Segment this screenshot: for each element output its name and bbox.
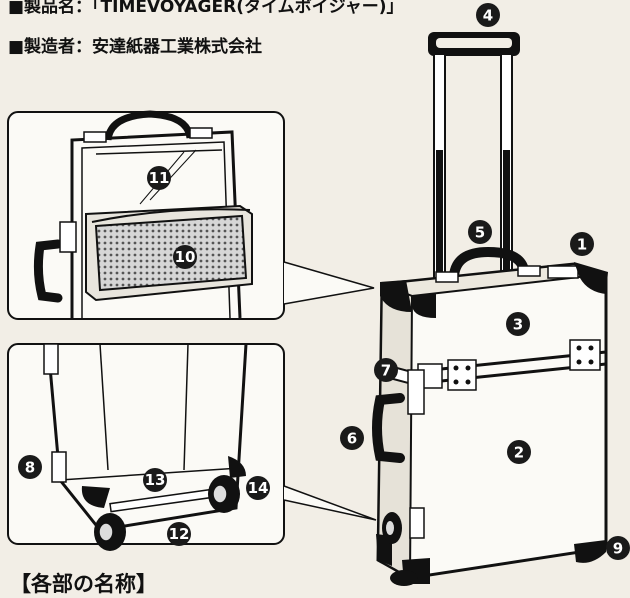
callout-1: 1 [570,232,594,256]
inset-top-interior [7,110,375,320]
svg-text:8: 8 [25,459,35,477]
parts-name-heading: 【各部の名称】 [10,572,157,596]
callout-3: 3 [506,312,530,336]
svg-text:7: 7 [381,362,391,380]
callout-11: 11 [147,166,171,190]
svg-text:12: 12 [169,525,190,543]
callout-4: 4 [476,3,500,27]
product-name-line: ■製品名：「TIMEVOYAGER(タイムボイジャー)」 [8,0,404,17]
callout-6: 6 [340,426,364,450]
callout-10: 10 [173,245,197,269]
callout-12: 12 [167,522,191,546]
svg-text:10: 10 [175,248,196,266]
callouts: 1 2 3 4 5 6 7 8 9 10 11 12 13 14 [18,3,630,560]
svg-text:11: 11 [149,169,170,187]
svg-text:14: 14 [248,479,269,497]
svg-text:2: 2 [514,444,524,462]
svg-text:3: 3 [513,316,523,334]
main-suitcase [372,32,608,586]
svg-text:1: 1 [577,236,587,254]
svg-text:5: 5 [475,224,485,242]
callout-9: 9 [606,536,630,560]
svg-text:13: 13 [145,471,166,489]
manufacturer-line: ■製造者：安達紙器工業株式会社 [8,37,263,57]
svg-text:4: 4 [483,7,493,25]
callout-7: 7 [374,358,398,382]
callout-2: 2 [507,440,531,464]
callout-5: 5 [468,220,492,244]
svg-text:6: 6 [347,430,357,448]
callout-13: 13 [143,468,167,492]
callout-14: 14 [246,476,270,500]
callout-8: 8 [18,455,42,479]
inset-bottom-underside [7,343,377,551]
svg-text:9: 9 [613,540,623,558]
